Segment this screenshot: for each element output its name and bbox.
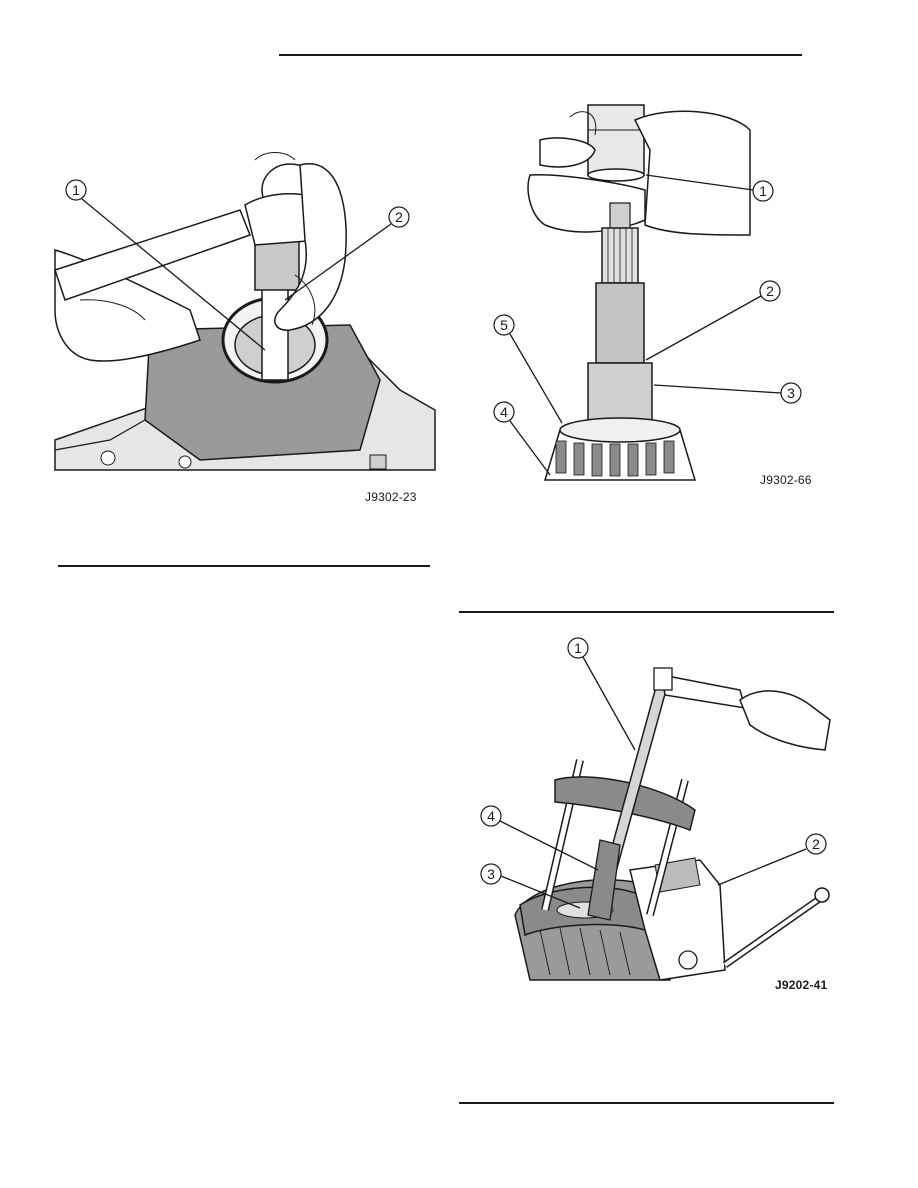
callout-4: 4 <box>487 808 495 824</box>
callout-2: 2 <box>812 836 820 852</box>
callout-1: 1 <box>72 182 80 198</box>
figure-id-label: J9302-66 <box>760 473 812 487</box>
figure-bearing-puller: 1 2 3 4 J9202-41 <box>470 630 840 1000</box>
race-installation-illustration: 1 2 <box>54 152 436 471</box>
figure-race-installation: 1 2 J9302-23 <box>50 150 440 520</box>
callout-3: 3 <box>787 385 795 401</box>
right-section-rule-top <box>459 611 834 613</box>
callout-3: 3 <box>487 866 495 882</box>
shaft-bearing-illustration: 1 2 3 4 5 <box>493 104 802 481</box>
callout-2: 2 <box>766 283 774 299</box>
callout-4: 4 <box>500 404 508 420</box>
bearing-puller-illustration: 1 2 3 4 <box>480 637 831 981</box>
callout-2: 2 <box>395 209 403 225</box>
figure-id-label: J9302-23 <box>365 490 417 504</box>
right-section-rule-bottom <box>459 1102 834 1104</box>
callout-1: 1 <box>574 640 582 656</box>
figure-id-label: J9202-41 <box>775 978 828 992</box>
callout-1: 1 <box>759 183 767 199</box>
callout-5: 5 <box>500 317 508 333</box>
figure-shaft-bearing: 1 2 3 4 5 J9302-66 <box>470 95 830 495</box>
left-section-rule <box>58 565 430 567</box>
top-rule <box>279 54 802 56</box>
